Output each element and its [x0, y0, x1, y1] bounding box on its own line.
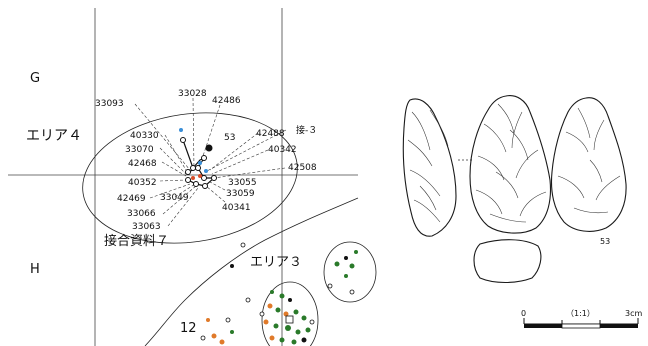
artifact-id: 42486 [212, 96, 241, 106]
area-3-boundary [144, 197, 359, 346]
join-label: 接-３ [296, 124, 317, 136]
grid-label-h: H [30, 262, 40, 277]
cluster-boundary-bottom [261, 281, 319, 346]
artifact-id: 33066 [127, 209, 156, 219]
artifact-back-view [550, 97, 627, 232]
scale-start: 0 [521, 309, 526, 318]
cluster-boundary-right [323, 241, 377, 303]
artifact-points-cluster [179, 128, 217, 189]
area-3-label: エリア３ [250, 255, 302, 270]
artifact-cross-section [473, 239, 542, 284]
artifact-id: 33049 [160, 193, 189, 203]
artifact-id: 33063 [132, 222, 161, 232]
distribution-map: G H エリア４ エリア３ 接合資料７ 12 [8, 8, 377, 346]
group-label: 接合資料７ [104, 233, 169, 249]
artifact-drawing: 53 0 （1:1） 3cm [402, 95, 642, 329]
artifact-id-labels: 33093 33028 42486 40330 53 42488 33070 4… [95, 89, 317, 232]
scale-end: 3cm [625, 309, 642, 318]
artifact-id: 42468 [128, 159, 157, 169]
artifact-id: 40330 [130, 131, 159, 141]
artifact-id: 33059 [226, 189, 255, 199]
artifact-id: 42469 [117, 194, 146, 204]
side-view-flake-scars [407, 109, 449, 223]
artifact-front-view [469, 95, 552, 234]
back-view-flake-scars [557, 107, 621, 214]
artifact-id: 53 [224, 133, 235, 143]
area-4-boundary [82, 112, 298, 244]
artifact-id: 33070 [125, 145, 154, 155]
area-4-label: エリア４ [26, 128, 82, 144]
artifact-id: 40352 [128, 178, 157, 188]
artifact-id: 42508 [288, 163, 317, 173]
artifact-id: 33055 [228, 178, 257, 188]
artifact-number: 53 [600, 237, 610, 246]
leader-lines [134, 97, 287, 227]
front-view-flake-scars [475, 103, 547, 223]
grid-label-g: G [30, 71, 40, 86]
scale-ratio: （1:1） [566, 309, 595, 318]
scale-bar: 0 （1:1） 3cm [521, 309, 642, 329]
artifact-id: 40342 [268, 145, 297, 155]
distribution-points [200, 242, 358, 345]
artifact-id: 33028 [178, 89, 207, 99]
artifact-id: 40341 [222, 203, 251, 213]
artifact-id: 33093 [95, 99, 124, 109]
artifact-side-view [402, 98, 457, 237]
cell-number: 12 [180, 321, 197, 336]
artifact-id: 42488 [256, 129, 285, 139]
